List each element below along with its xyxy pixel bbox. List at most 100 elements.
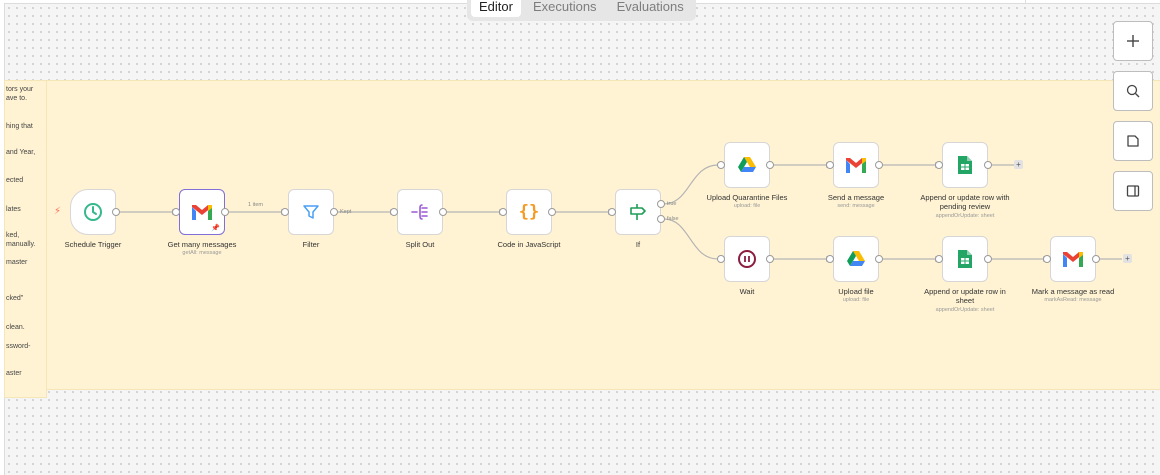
sticky-text: ssword- bbox=[6, 343, 31, 350]
plus-icon bbox=[1127, 35, 1139, 47]
search-icon bbox=[1126, 84, 1140, 98]
output-port[interactable] bbox=[875, 255, 883, 263]
google-drive-icon bbox=[738, 157, 756, 172]
signpost-icon bbox=[630, 204, 646, 220]
sticky-note-workflow-group[interactable] bbox=[46, 80, 1160, 390]
gmail-icon bbox=[1063, 251, 1083, 267]
node-code-javascript[interactable]: {} bbox=[506, 189, 552, 235]
output-port[interactable] bbox=[221, 208, 229, 216]
toggle-panel-button[interactable] bbox=[1113, 171, 1153, 211]
node-mark-as-read[interactable] bbox=[1050, 236, 1096, 282]
node-label: Code in JavaScript bbox=[497, 240, 561, 249]
node-append-row-in-sheet[interactable] bbox=[942, 236, 988, 282]
node-schedule-trigger[interactable] bbox=[70, 189, 116, 235]
edge-true-label: true bbox=[667, 201, 677, 207]
view-tabs: Editor Executions Evaluations bbox=[467, 0, 696, 21]
output-port[interactable] bbox=[330, 208, 338, 216]
split-out-icon bbox=[411, 204, 428, 220]
sticky-text: lates bbox=[6, 206, 21, 213]
output-port[interactable] bbox=[112, 208, 120, 216]
sticky-text: master bbox=[6, 259, 28, 266]
add-node-button[interactable]: + bbox=[1123, 254, 1132, 263]
node-sublabel: appendOrUpdate: sheet bbox=[935, 307, 995, 313]
sticky-text: ked, bbox=[6, 232, 20, 239]
sticky-text: ave to. bbox=[6, 95, 28, 102]
output-port[interactable] bbox=[875, 161, 883, 169]
pause-icon bbox=[738, 250, 756, 268]
code-braces-icon: {} bbox=[518, 202, 540, 222]
node-get-many-messages[interactable]: 📌 bbox=[179, 189, 225, 235]
trigger-bolt-icon: ⚡ bbox=[54, 206, 62, 217]
output-port[interactable] bbox=[439, 208, 447, 216]
edge-kept-label: Kept bbox=[340, 209, 352, 215]
node-label: Filter bbox=[302, 240, 320, 249]
node-sublabel: appendOrUpdate: sheet bbox=[935, 213, 995, 219]
sticky-text: aster bbox=[6, 370, 22, 377]
divider bbox=[1025, 0, 1026, 3]
search-button[interactable] bbox=[1113, 71, 1153, 111]
output-port[interactable] bbox=[984, 161, 992, 169]
input-port[interactable] bbox=[826, 255, 834, 263]
node-label: Schedule Trigger bbox=[64, 240, 122, 249]
node-split-out[interactable] bbox=[397, 189, 443, 235]
input-port[interactable] bbox=[717, 255, 725, 263]
output-port-false[interactable] bbox=[657, 215, 665, 223]
input-port[interactable] bbox=[172, 208, 180, 216]
google-sheets-icon bbox=[958, 250, 972, 268]
sticky-note-instructions[interactable]: tors your ave to. hing that and Year, ec… bbox=[4, 80, 47, 398]
node-sublabel: markAsRead: message bbox=[1044, 297, 1102, 303]
panel-icon bbox=[1126, 185, 1140, 197]
input-port[interactable] bbox=[935, 161, 943, 169]
node-sublabel: upload: file bbox=[733, 203, 761, 209]
tab-editor[interactable]: Editor bbox=[471, 0, 521, 17]
edge-false-label: false bbox=[667, 216, 679, 222]
node-label: If bbox=[635, 240, 641, 249]
input-port[interactable] bbox=[390, 208, 398, 216]
gmail-icon bbox=[192, 204, 212, 220]
sticky-text: hing that bbox=[6, 123, 33, 130]
output-port-true[interactable] bbox=[657, 200, 665, 208]
node-send-a-message[interactable] bbox=[833, 142, 879, 188]
node-if[interactable] bbox=[615, 189, 661, 235]
google-drive-icon bbox=[847, 251, 865, 266]
node-label: Upload Quarantine Files bbox=[706, 193, 788, 202]
node-sublabel: upload: file bbox=[842, 297, 870, 303]
output-port[interactable] bbox=[766, 161, 774, 169]
tab-executions[interactable]: Executions bbox=[532, 0, 597, 14]
sticky-text: ected bbox=[6, 177, 24, 184]
input-port[interactable] bbox=[281, 208, 289, 216]
sticky-text: and Year, bbox=[6, 149, 36, 156]
output-port[interactable] bbox=[984, 255, 992, 263]
sticky-note-button[interactable] bbox=[1113, 121, 1153, 161]
node-filter[interactable] bbox=[288, 189, 334, 235]
node-label: Wait bbox=[739, 287, 755, 296]
zoom-in-button[interactable] bbox=[1113, 21, 1153, 61]
node-label: Mark a message as read bbox=[1031, 287, 1115, 296]
node-label: Send a message bbox=[827, 193, 885, 202]
input-port[interactable] bbox=[826, 161, 834, 169]
google-sheets-icon bbox=[958, 156, 972, 174]
node-upload-quarantine-files[interactable] bbox=[724, 142, 770, 188]
sticky-text: manually. bbox=[6, 241, 36, 248]
node-append-pending-review[interactable] bbox=[942, 142, 988, 188]
output-port[interactable] bbox=[766, 255, 774, 263]
node-label: Split Out bbox=[405, 240, 435, 249]
sticky-text: cked" bbox=[6, 295, 24, 302]
output-port[interactable] bbox=[548, 208, 556, 216]
input-port[interactable] bbox=[499, 208, 507, 216]
node-upload-file[interactable] bbox=[833, 236, 879, 282]
output-port[interactable] bbox=[1092, 255, 1100, 263]
input-port[interactable] bbox=[935, 255, 943, 263]
tab-evaluations[interactable]: Evaluations bbox=[616, 0, 684, 14]
input-port[interactable] bbox=[608, 208, 616, 216]
clock-icon bbox=[84, 203, 102, 221]
node-label: Upload file bbox=[838, 287, 874, 296]
edge-item-count: 1 item bbox=[248, 202, 263, 208]
node-label: Get many messages bbox=[167, 240, 237, 249]
add-node-button[interactable]: + bbox=[1014, 160, 1023, 169]
input-port[interactable] bbox=[717, 161, 725, 169]
node-wait[interactable] bbox=[724, 236, 770, 282]
input-port[interactable] bbox=[1043, 255, 1051, 263]
filter-icon bbox=[303, 205, 319, 219]
sticky-text: clean. bbox=[6, 324, 25, 331]
